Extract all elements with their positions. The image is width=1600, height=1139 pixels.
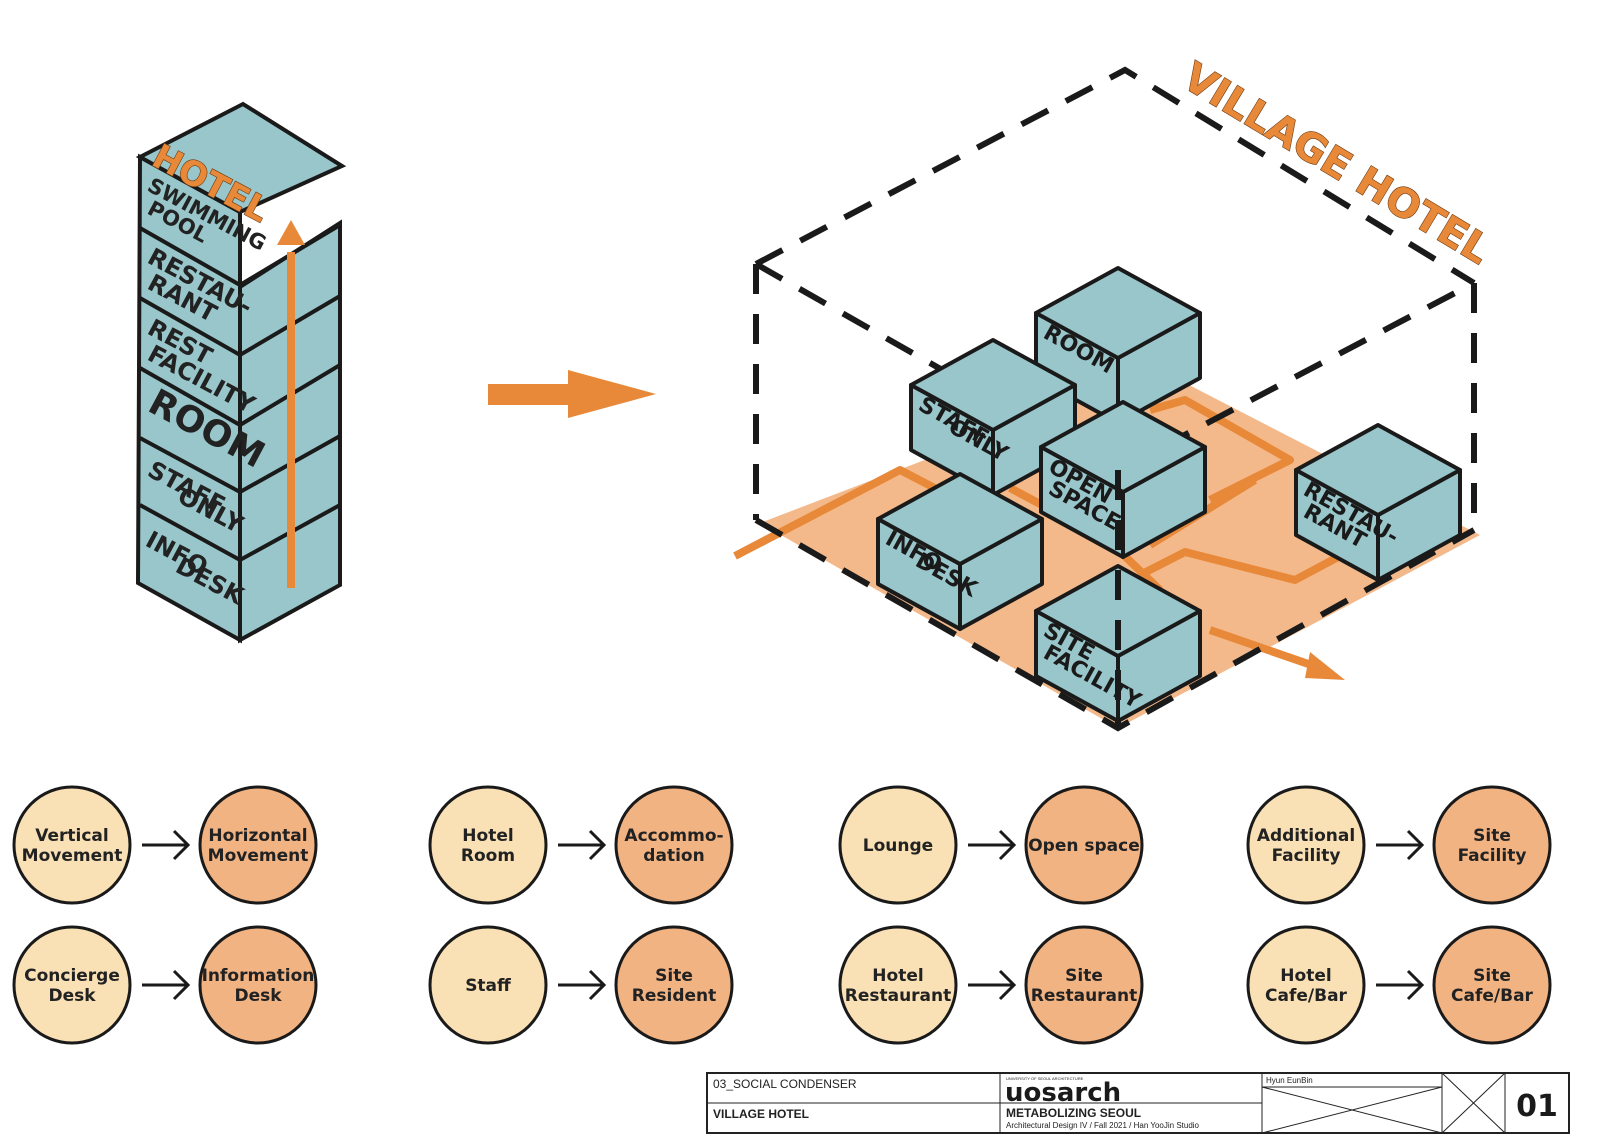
target-circle (614, 925, 734, 1045)
mapping-label: Concierge (24, 966, 120, 986)
village-envelope-front (753, 264, 1477, 732)
mapping-label: Hotel (1280, 966, 1331, 986)
mapping-label: Site (655, 966, 693, 986)
tower-floor-dividers (139, 223, 342, 563)
mapping-label: Additional (1257, 826, 1355, 846)
mapping-label: Facility (1458, 846, 1527, 866)
mapping-label: Site (1473, 826, 1511, 846)
mapping-label: Desk (234, 986, 282, 1006)
mapping-label: Movement (22, 846, 123, 866)
uosarch-logo: uosarch (1005, 1078, 1121, 1108)
target-circle (614, 785, 734, 905)
path-arrowhead (1305, 652, 1345, 680)
transform-arrow (488, 370, 656, 418)
vertical-arrowhead (277, 220, 305, 245)
mapping-pair: Lounge Open space (838, 785, 1144, 905)
mapping-label: Room (461, 846, 515, 866)
target-circle (198, 785, 318, 905)
section-label: 03_SOCIAL CONDENSER (713, 1077, 857, 1091)
mapping-label: Horizontal (208, 826, 307, 846)
title-block: 03_SOCIAL CONDENSER VILLAGE HOTEL UNIVER… (706, 1072, 1570, 1134)
mapping-label: Site (1065, 966, 1103, 986)
mapping-label: dation (643, 846, 704, 866)
source-circle (838, 925, 958, 1045)
source-circle (428, 785, 548, 905)
mapping-label: Resident (632, 986, 717, 1006)
source-circle (12, 925, 132, 1045)
box-restaurant: RESTAU-RANT (1294, 423, 1462, 582)
mapping-label: Hotel (872, 966, 923, 986)
target-circle (1432, 785, 1552, 905)
hotel-tower: SWIMMINGPOOLRESTAU-RANTRESTFACILITYROOMS… (135, 101, 347, 644)
transform-arrow-shaft (488, 384, 570, 405)
target-circle (198, 925, 318, 1045)
target-circle (1024, 785, 1144, 905)
mapping-label: Open space (1028, 836, 1140, 856)
concept-mappings: VerticalMovementHorizontalMovementHotelR… (12, 785, 1552, 1045)
mapping-label: Movement (208, 846, 309, 866)
mapping-label: Hotel (462, 826, 513, 846)
source-circle (1246, 925, 1366, 1045)
course-info: Architectural Design IV / Fall 2021 / Ha… (1006, 1121, 1200, 1130)
mapping-label: Facility (1272, 846, 1341, 866)
mapping-label: Site (1473, 966, 1511, 986)
mapping-label: Cafe/Bar (1265, 986, 1348, 1006)
mapping-label: Information (202, 966, 315, 986)
target-circle (1024, 925, 1144, 1045)
sheet-number: 01 (1516, 1089, 1558, 1124)
logo-small-text: UNIVERSITY OF SEOUL ARCHITECTURE (1006, 1076, 1084, 1081)
mapping-label: Lounge (863, 836, 933, 856)
mapping-label: Desk (48, 986, 96, 1006)
source-circle (428, 925, 548, 1045)
source-circle (12, 785, 132, 905)
mapping-label: Cafe/Bar (1451, 986, 1534, 1006)
author-name: Hyun EunBin (1266, 1076, 1313, 1085)
source-circle (838, 785, 958, 905)
mapping-label: Restaurant (845, 986, 952, 1006)
source-circle (1246, 785, 1366, 905)
course-title: METABOLIZING SEOUL (1006, 1106, 1141, 1120)
mapping-label: Staff (465, 976, 511, 996)
project-label: VILLAGE HOTEL (713, 1107, 809, 1121)
transform-arrow-head (568, 370, 656, 418)
village-title: VILLAGE HOTEL (1175, 54, 1498, 273)
mapping-label: Vertical (35, 826, 108, 846)
mapping-label: Accommo- (624, 826, 723, 846)
mapping-label: Restaurant (1031, 986, 1138, 1006)
tower-top-face (135, 101, 347, 215)
target-circle (1432, 925, 1552, 1045)
